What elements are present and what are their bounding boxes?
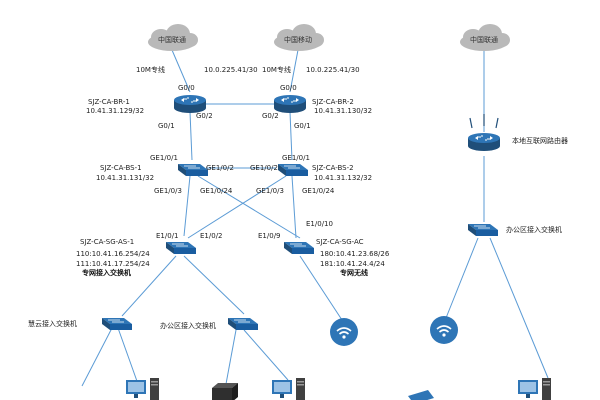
office-label: 办公区接入交换机	[160, 321, 216, 330]
br2-ip: 10.41.31.130/32	[314, 107, 372, 115]
link-right-wifi	[445, 237, 479, 319]
ac-ip2: 181:10.41.24.4/24	[320, 260, 385, 268]
br1-port-g0-2: G0/2	[196, 112, 213, 120]
bs1-port-ge1-0-2: GE1/0/2	[206, 164, 234, 172]
br1-port-g0-1: G0/1	[158, 122, 175, 130]
link-ac-wifi	[299, 255, 343, 321]
bs1-port-ge1-0-1: GE1/0/1	[150, 154, 178, 162]
switch-office-right	[467, 223, 499, 237]
br2-port-g0-0: G0/0	[280, 84, 297, 92]
switch-bs1	[177, 163, 209, 177]
br1-line-ip: 10.0.225.41/30	[204, 66, 258, 74]
link-bs2-ac	[291, 175, 297, 239]
as1-port-e1-0-1: E1/0/1	[156, 232, 179, 240]
laptop-icon	[408, 390, 434, 400]
bs1-port-ge1-0-24: GE1/0/24	[200, 187, 233, 195]
br1-name: SJZ-CA-BR-1	[88, 98, 130, 106]
link-cloud-br2	[289, 49, 299, 93]
local-router-label: 本地互联网路由器	[512, 136, 568, 145]
link-as1-office	[183, 255, 245, 315]
wifi-icon	[429, 315, 459, 345]
link-office-pc	[243, 329, 289, 381]
bs2-port-ge1-0-3: GE1/0/3	[256, 187, 284, 195]
br2-port-g0-2: G0/2	[262, 112, 279, 120]
ac-name: SJZ-CA-SG-AC	[316, 238, 364, 246]
huiyun-label: 慧云接入交换机	[28, 319, 77, 328]
br1-ip: 10.41.31.129/32	[86, 107, 144, 115]
router-local	[467, 132, 501, 152]
link-bs1-as1	[183, 175, 191, 237]
link-bs1-ac	[197, 175, 301, 239]
bs2-port-ge1-0-2: GE1/0/2	[250, 164, 278, 172]
ac-role: 专网无线	[340, 268, 368, 277]
bs2-ip: 10.41.31.132/32	[314, 174, 372, 182]
bs2-name: SJZ-CA-BS-2	[312, 164, 354, 172]
link-office-server	[225, 329, 237, 385]
ac-port-e1-0-10: E1/0/10	[306, 220, 333, 228]
links	[81, 49, 549, 387]
switch-huiyun	[101, 317, 133, 331]
link-huiyun-pc	[117, 327, 139, 385]
br2-line-ip: 10.0.225.41/30	[306, 66, 360, 74]
bs1-name: SJZ-CA-BS-1	[100, 164, 142, 172]
link-cloud-br1	[171, 49, 191, 93]
cloud-mobile: 中国移动	[274, 24, 324, 51]
antenna-icon	[469, 114, 499, 129]
pc-icon	[518, 378, 551, 400]
bs2-port-ge1-0-24: GE1/0/24	[302, 187, 335, 195]
switch-ac	[283, 241, 315, 255]
link-as1-huiyun	[121, 255, 177, 317]
server-icon	[212, 383, 238, 400]
ac-ip1: 180:10.41.23.68/26	[320, 250, 390, 258]
br1-port-g0-0: G0/0	[178, 84, 195, 92]
as1-ip2: 111:10.41.17.254/24	[76, 260, 150, 268]
pc-icon	[126, 378, 159, 400]
switch-office	[227, 317, 259, 331]
link-br1-bs1	[189, 111, 193, 161]
br1-line-type: 10M专线	[136, 65, 165, 74]
ac-port-e1-0-9: E1/0/9	[258, 232, 281, 240]
cloud-unicom-right-label: 中国联通	[470, 35, 498, 44]
bs1-port-ge1-0-3: GE1/0/3	[154, 187, 182, 195]
as1-name: SJZ-CA-SG-AS-1	[80, 238, 134, 246]
cloud-mobile-label: 中国移动	[284, 35, 312, 44]
cloud-unicom-left: 中国联通	[148, 24, 198, 51]
router-br2	[273, 94, 307, 114]
cloud-unicom-left-label: 中国联通	[158, 35, 186, 44]
link-bs2-as1	[187, 175, 287, 239]
br2-line-type: 10M专线	[262, 65, 291, 74]
as1-role: 专网接入交换机	[82, 268, 131, 277]
link-right-pc	[489, 237, 549, 379]
br2-port-g0-1: G0/1	[294, 122, 311, 130]
as1-port-e1-0-2: E1/0/2	[200, 232, 223, 240]
link-huiyun-down	[81, 327, 113, 387]
as1-ip1: 110:10.41.16.254/24	[76, 250, 150, 258]
switch-as1	[165, 241, 197, 255]
wifi-icon	[329, 317, 359, 347]
cloud-unicom-right: 中国联通	[460, 24, 510, 51]
bs2-port-ge1-0-1: GE1/0/1	[282, 154, 310, 162]
br2-name: SJZ-CA-BR-2	[312, 98, 354, 106]
link-br2-bs2	[289, 111, 293, 161]
office-right-label: 办公区接入交换机	[506, 225, 562, 234]
router-br1	[173, 94, 207, 114]
pc-icon	[272, 378, 305, 400]
switch-bs2	[277, 163, 309, 177]
bs1-ip: 10.41.31.131/32	[96, 174, 154, 182]
